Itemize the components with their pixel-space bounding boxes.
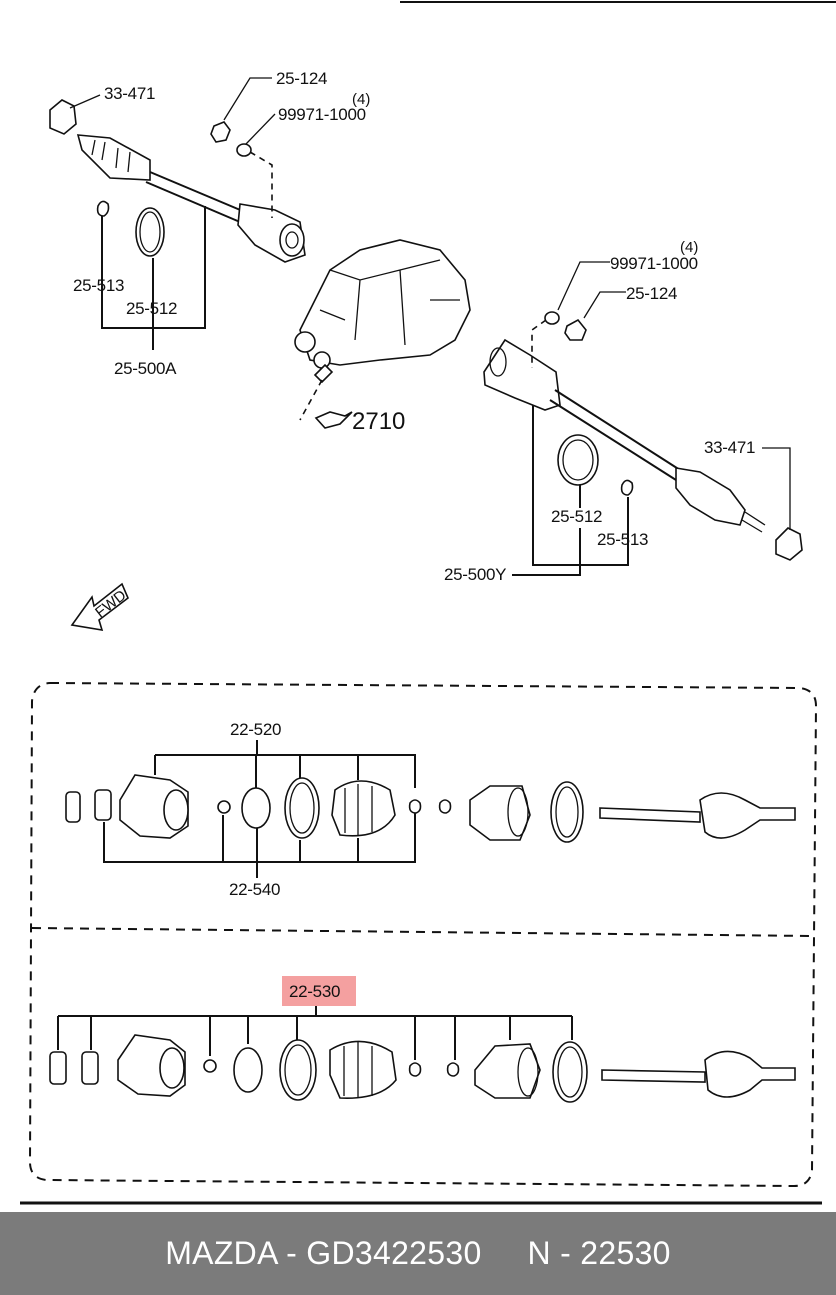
part-number-footer: MAZDA - GD3422530 N - 22530 [0, 1212, 836, 1295]
band-3 [279, 1039, 317, 1101]
kit-row-22-520 [65, 740, 796, 878]
label-33-471-right: 33-471 [704, 438, 755, 457]
boot-1 [331, 780, 396, 837]
left-driveshaft [49, 77, 306, 350]
label-25-512-right: 25-512 [551, 507, 602, 526]
nut-25-124-right [564, 318, 587, 341]
band-25-512-right [557, 434, 599, 486]
label-99971-left: 99971-1000 [278, 105, 366, 124]
label-25-513-left: 25-513 [73, 276, 124, 295]
snap-ring-1 [241, 787, 271, 829]
band-4 [552, 1041, 588, 1103]
label-25-124-left: 25-124 [276, 69, 327, 88]
label-22-530: 22-530 [289, 982, 340, 1001]
label-25-500Y: 25-500Y [444, 565, 506, 584]
label-qty-right: (4) [680, 239, 698, 256]
washer-right [544, 311, 560, 325]
clamp-25-513-left [96, 200, 110, 217]
label-qty-left: (4) [352, 91, 370, 108]
outer-joint-2 [704, 1050, 796, 1098]
footer-spacer [482, 1235, 528, 1272]
kit-divider [31, 927, 815, 937]
outer-joint-boot-1 [469, 785, 531, 841]
outer-joint-1 [699, 792, 796, 839]
footer-ref: N - 22530 [527, 1235, 671, 1271]
label-22-520: 22-520 [230, 720, 281, 739]
clamp-25-513-right [620, 479, 634, 496]
highlight-22-530 [282, 976, 356, 1006]
band-1 [284, 777, 320, 839]
lock-nut-right [775, 527, 803, 561]
snap-ring-2 [233, 1047, 263, 1093]
differential [294, 239, 471, 429]
band-25-512-left [135, 207, 165, 257]
label-22-540: 22-540 [229, 880, 280, 899]
boot-2 [329, 1040, 397, 1099]
pointer-hand-icon [314, 411, 353, 429]
label-25-512-left: 25-512 [126, 299, 177, 318]
outer-cv-joint-right [675, 467, 746, 526]
label-2710: 2710 [352, 408, 405, 435]
shaft-1 [599, 807, 701, 823]
band-2 [550, 781, 584, 843]
outer-joint-boot-2 [474, 1043, 541, 1099]
washer-left [236, 143, 252, 157]
label-25-124-right: 25-124 [626, 284, 677, 303]
label-33-471-left: 33-471 [104, 84, 155, 103]
shaft-2 [601, 1069, 706, 1083]
label-25-500A: 25-500A [114, 359, 177, 378]
kit-dashed-frame [28, 681, 818, 1188]
kit-row-22-530 [49, 976, 796, 1103]
outer-cv-joint-left [76, 134, 151, 181]
label-99971-right: 99971-1000 [610, 254, 698, 273]
label-25-513-right: 25-513 [597, 530, 648, 549]
nut-25-124-left [210, 121, 231, 143]
inner-cv-joint-right [483, 338, 561, 411]
footer-brand-part: MAZDA - GD3422530 [165, 1235, 482, 1271]
right-driveshaft [483, 261, 803, 576]
lock-nut-left [49, 99, 77, 135]
parts-diagram: FWD 33-471 25-124 (4) 99971-1000 25-513 … [20, 1, 836, 1205]
fwd-arrow-icon: FWD [70, 582, 130, 632]
